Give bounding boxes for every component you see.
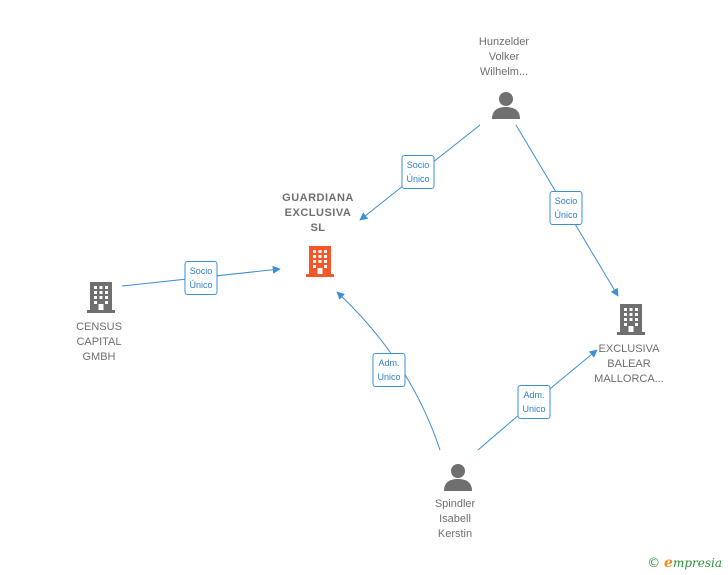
building-icon-exclusiva-balear[interactable] <box>616 302 646 336</box>
guardiana-label[interactable]: GUARDIANA EXCLUSIVA SL <box>282 192 354 234</box>
brand-initial: e <box>664 555 673 571</box>
building-icon-guardiana[interactable] <box>305 244 335 278</box>
edge-label-spindler-guardiana[interactable]: Adm. Unico <box>372 353 406 387</box>
spindler-label[interactable]: Spindler Isabell Kerstin <box>434 498 476 540</box>
hunzelder-label[interactable]: Hunzelder Volker Wilhelm... <box>478 36 530 78</box>
edge-label-spindler-exclusiva[interactable]: Adm. Unico <box>517 385 551 419</box>
edge-label-hunzelder-exclusiva[interactable]: Socio Único <box>549 191 583 225</box>
edge-label-hunzelder-guardiana[interactable]: Socio Único <box>401 155 435 189</box>
exclusiva-balear-label[interactable]: EXCLUSIVA BALEAR MALLORCA... <box>594 343 664 385</box>
census-label[interactable]: CENSUS CAPITAL GMBH <box>76 321 122 363</box>
person-icon-hunzelder[interactable] <box>491 90 521 120</box>
copyright-symbol: © <box>647 556 661 571</box>
person-icon-spindler[interactable] <box>443 462 473 492</box>
building-icon-census[interactable] <box>86 280 116 314</box>
edge-label-census-guardiana[interactable]: Socio Único <box>184 261 218 295</box>
empresia-brand[interactable]: © empresia <box>647 555 722 571</box>
brand-name: mpresia <box>672 556 722 570</box>
